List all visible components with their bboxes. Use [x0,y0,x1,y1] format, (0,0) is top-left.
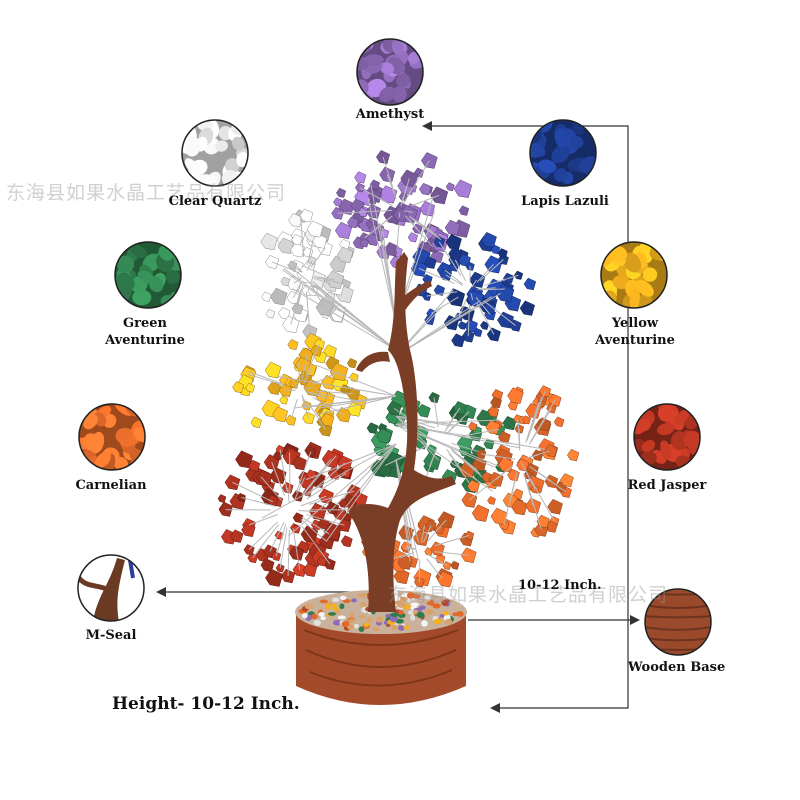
swatch-yellow-aventurine [600,241,668,309]
label-clear-quartz: Clear Quartz [160,193,270,210]
trunk-main [349,252,456,612]
swatch-m-seal [77,554,145,622]
swatch-red-jasper [633,403,701,471]
cluster-carnelian [458,385,580,538]
wooden-base [295,590,467,705]
label-wooden-base-text: Wooden Base [628,660,726,675]
arrow-head-height [490,703,500,713]
label-clear-quartz-text: Clear Quartz [168,194,262,209]
trunk-branch-right [400,280,432,312]
label-yellow-aventurine-line2: Aventurine [595,333,675,348]
label-green-aventurine-line1: Green [123,316,167,331]
amethyst-connector [432,125,629,709]
label-m-seal: M-Seal [61,627,161,644]
watermark-top: 东海县如果水晶工艺品有限公司 [6,182,287,204]
swatch-wooden-base [644,588,712,656]
watermark-bottom: 东海县如果水晶工艺品有限公司 [388,584,669,606]
label-m-seal-text: M-Seal [85,628,137,643]
label-yellow-aventurine-line1: Yellow [611,316,659,331]
label-amethyst: Amethyst [340,106,440,123]
wooden-base-side [296,614,466,705]
wooden-base-texture [303,629,459,687]
base-pebbles [298,590,464,632]
arrow-head-amethyst [422,121,432,131]
label-red-jasper: Red Jasper [617,477,717,494]
tree-trunk [349,252,456,612]
label-lapis-lazuli: Lapis Lazuli [510,193,620,210]
label-green-aventurine-line2: Aventurine [105,333,185,348]
label-lapis-lazuli-text: Lapis Lazuli [521,194,609,209]
label-green-aventurine: Green Aventurine [95,315,195,349]
label-carnelian-text: Carnelian [75,478,147,493]
swatch-lapis-lazuli [529,119,597,187]
label-amethyst-text: Amethyst [355,107,425,122]
height-label: Height- 10-12 Inch. [112,694,300,714]
connector-lines [160,125,634,709]
arrow-heads [156,121,640,713]
label-carnelian: Carnelian [61,477,161,494]
cluster-yellow-aventurine [232,333,368,437]
label-wooden-base: Wooden Base [628,659,728,676]
swatch-green-aventurine [114,241,182,309]
silver-wire-branches [225,156,567,583]
size-label: 10-12 Inch. [518,578,602,593]
stone-swatches [77,38,712,656]
label-red-jasper-text: Red Jasper [627,478,707,493]
arrow-head-wooden-base [630,615,640,625]
swatch-carnelian [78,403,146,471]
arrow-head-m-seal [156,587,166,597]
label-yellow-aventurine: Yellow Aventurine [585,315,685,349]
swatch-amethyst [356,38,424,106]
trunk-branch-left [356,351,390,372]
